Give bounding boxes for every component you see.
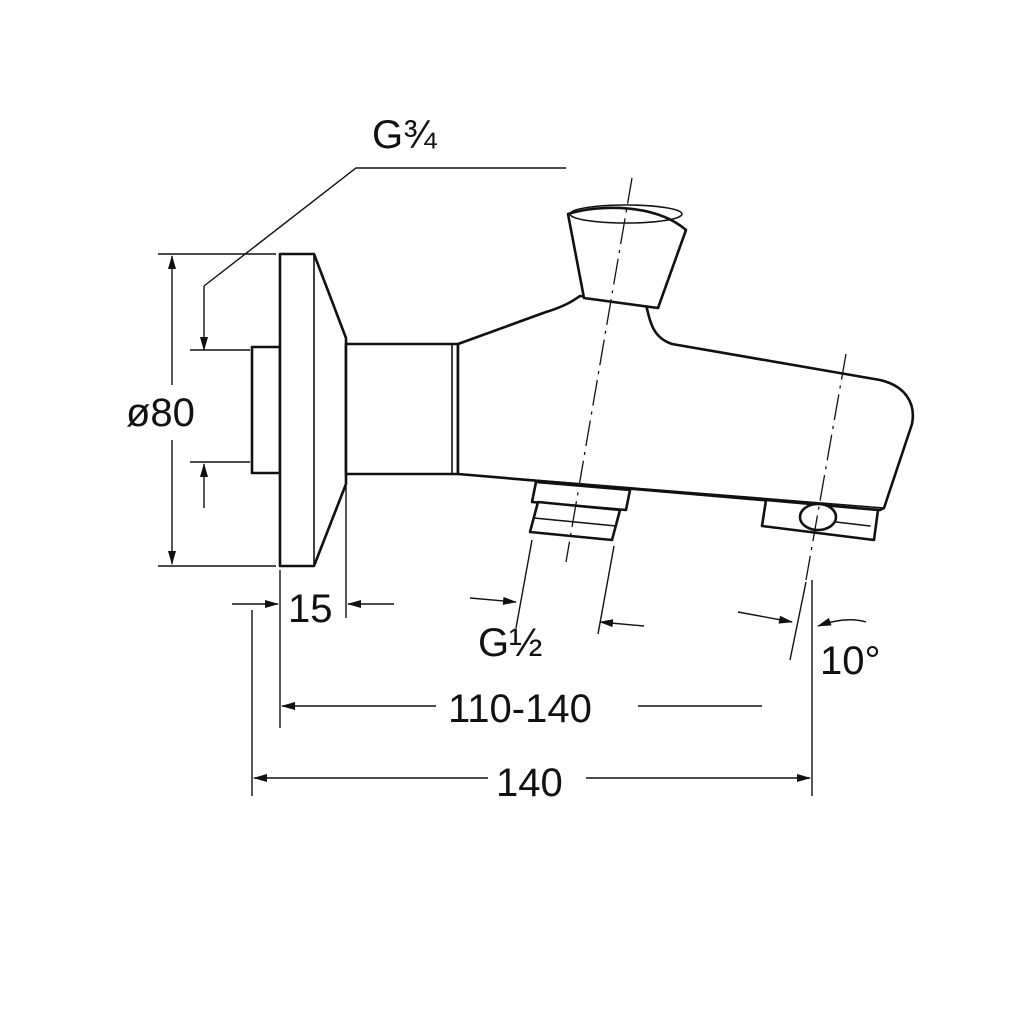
outlet-thread-arrow-left — [469, 596, 517, 605]
outlet-thread-line — [533, 517, 617, 527]
knob-center-line — [565, 177, 633, 563]
outlet-thread-ext-left — [515, 539, 533, 629]
center-lines — [565, 177, 847, 581]
flange-disc — [278, 252, 348, 568]
outlet-thread-label: G½ — [478, 621, 542, 665]
spout-bottom-edge — [457, 473, 885, 509]
outlet-angle-label: 10° — [820, 639, 881, 683]
aerator-inner-line — [835, 521, 871, 527]
faucet-outline — [250, 204, 915, 568]
inlet-thread-leader — [203, 167, 566, 287]
projection-range-label: 110-140 — [448, 687, 592, 731]
connecting-sleeve — [344, 342, 460, 476]
inlet-thread-label: G¾ — [372, 113, 437, 157]
outlet-thread — [528, 500, 622, 542]
overall-length-label: 140 — [496, 761, 563, 805]
flange-diameter-label: ø80 — [126, 391, 195, 435]
outlet-thread-arrow-right — [599, 619, 645, 628]
spout-body — [456, 294, 915, 512]
knob-top-cap — [569, 204, 683, 224]
angle-arc — [817, 617, 867, 627]
control-knob — [566, 206, 688, 310]
wall-plate — [250, 345, 282, 475]
outlet-thread-ext-right — [597, 545, 615, 635]
diverter-pin — [798, 502, 838, 532]
angle-arrow-left — [737, 611, 793, 624]
dimension-labels: G¾ ø80 15 G½ 10° 110-140 140 — [126, 113, 881, 805]
outlet-center-line — [805, 353, 847, 581]
flange-depth-label: 15 — [288, 587, 333, 631]
dimension-lines — [158, 167, 867, 796]
angle-extension — [789, 581, 807, 661]
